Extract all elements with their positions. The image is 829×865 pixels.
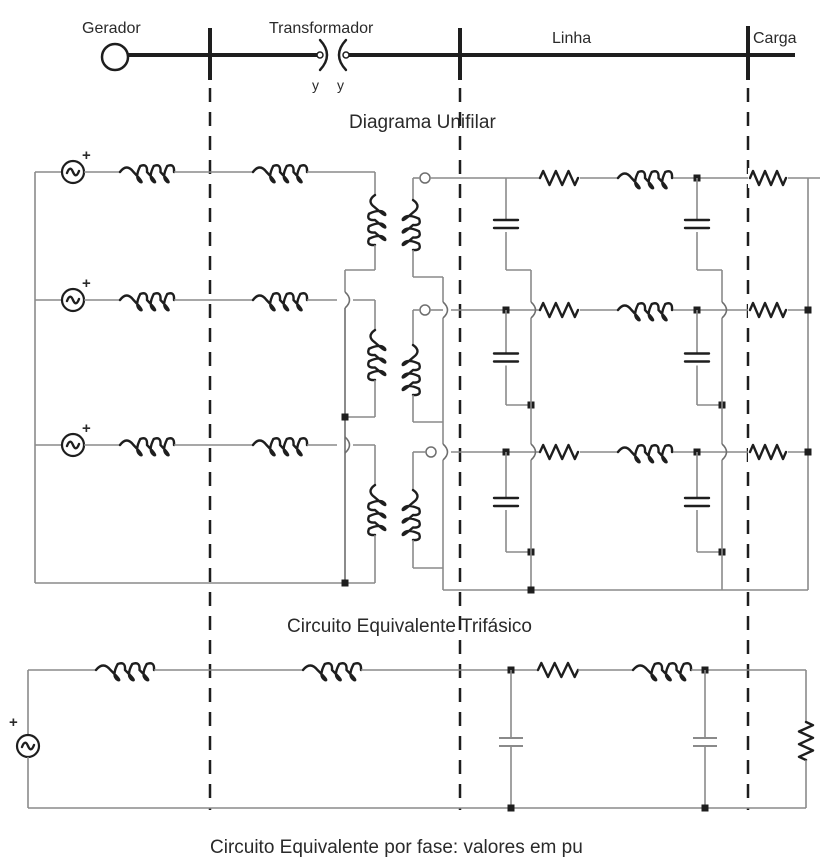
junction-node — [701, 804, 709, 812]
per-phase-circuit: + — [9, 661, 815, 812]
generator-symbol-icon — [100, 42, 130, 72]
polarity-plus-label: + — [9, 714, 18, 731]
resistor-icon — [797, 720, 815, 762]
single-line-diagram: Gerador Transformador Linha Carga y y Di… — [82, 20, 797, 133]
ac-source-icon — [60, 287, 86, 313]
resistor-icon — [748, 169, 788, 187]
ac-source-icon — [15, 733, 41, 759]
inductor-icon — [251, 437, 309, 457]
three-phase-circuit: + + + — [34, 147, 820, 594]
transformer-label: Transformador — [269, 20, 374, 37]
inductor-icon — [118, 437, 176, 457]
single-line-title: Diagrama Unifilar — [349, 112, 496, 133]
polarity-plus-label: + — [82, 147, 91, 164]
load-label: Carga — [753, 30, 797, 47]
ac-source-icon — [60, 159, 86, 185]
resistor-icon — [538, 301, 580, 319]
sine-wave — [65, 440, 81, 450]
wire-crossover — [721, 301, 728, 319]
primary-winding-label: y — [312, 77, 319, 93]
inductor-icon — [367, 483, 387, 537]
junction-node — [804, 306, 812, 314]
junction-node — [341, 413, 349, 421]
capacitor-icon — [683, 496, 711, 508]
generator-label: Gerador — [82, 20, 141, 37]
inductor-icon — [401, 198, 421, 252]
polarity-plus-label: + — [82, 275, 91, 292]
ac-source-icon — [60, 432, 86, 458]
transformer-symbol-icon — [316, 38, 350, 72]
capacitor-icon — [683, 352, 711, 363]
wire-crossover — [344, 291, 351, 309]
inductor-icon — [616, 170, 674, 190]
terminal-icon — [419, 304, 431, 316]
inductor-icon — [401, 343, 421, 397]
capacitor-icon — [693, 737, 717, 747]
sine-wave — [65, 167, 81, 177]
resistor-icon — [748, 443, 788, 461]
wire-crossover — [344, 436, 351, 454]
sine-wave — [20, 741, 36, 751]
terminal-icon — [425, 446, 437, 458]
resistor-icon — [538, 169, 580, 187]
capacitor-icon — [492, 496, 520, 508]
inductor-icon — [251, 292, 309, 312]
inductor-icon — [118, 292, 176, 312]
three-phase-title: Circuito Equivalente Trifásico — [287, 616, 532, 637]
junction-node — [341, 579, 349, 587]
sine-wave — [65, 295, 81, 305]
inductor-icon — [118, 164, 176, 184]
capacitor-icon — [683, 218, 711, 230]
wire-crossover — [721, 443, 728, 461]
inductor-icon — [401, 488, 421, 542]
wire-crossover — [442, 301, 449, 319]
terminal-icon — [419, 172, 431, 184]
inductor-icon — [251, 164, 309, 184]
wire-crossover — [530, 443, 537, 461]
inductor-icon — [94, 662, 156, 682]
resistor-icon — [536, 661, 580, 679]
inductor-icon — [616, 444, 674, 464]
secondary-winding-label: y — [337, 77, 344, 93]
per-phase-title: Circuito Equivalente por fase: valores e… — [210, 837, 583, 858]
polarity-plus-label: + — [82, 420, 91, 437]
wire-crossover — [530, 301, 537, 319]
inductor-icon — [367, 193, 387, 247]
capacitor-icon — [492, 218, 520, 230]
capacitor-icon — [499, 737, 523, 747]
inductor-icon — [616, 302, 674, 322]
capacitor-icon — [492, 352, 520, 363]
junction-node — [527, 586, 535, 594]
inductor-icon — [367, 328, 387, 382]
resistor-icon — [748, 301, 788, 319]
inductor-icon — [301, 662, 363, 682]
resistor-icon — [538, 443, 580, 461]
junction-node — [507, 804, 515, 812]
junction-node — [804, 448, 812, 456]
wire-crossover — [442, 443, 449, 461]
inductor-icon — [631, 662, 693, 682]
line-label: Linha — [552, 30, 591, 47]
